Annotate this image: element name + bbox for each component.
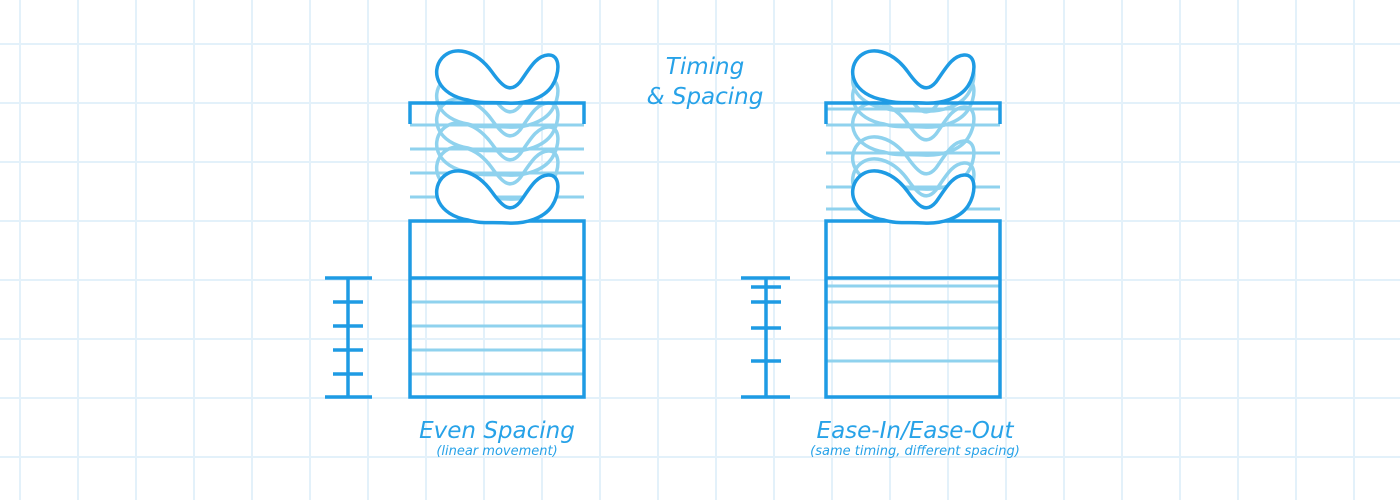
panel-ease-in-ease-out [741, 49, 1002, 399]
even-spacing-caption: Even Spacing [419, 418, 575, 444]
panel-even-spacing [325, 49, 586, 399]
ease-caption: Ease-In/Ease-Out [816, 418, 1014, 444]
even-key-blobs [434, 49, 560, 225]
title-line-2: & Spacing [646, 84, 764, 110]
ease-subcaption: (same timing, different spacing) [810, 444, 1020, 459]
diagram-title: Timing & Spacing [605, 52, 805, 112]
title-line-1: Timing [665, 54, 745, 80]
even-spacing-subcaption: (linear movement) [436, 444, 558, 459]
ease-timing-chart [741, 276, 790, 399]
even-timing-chart [325, 276, 372, 399]
